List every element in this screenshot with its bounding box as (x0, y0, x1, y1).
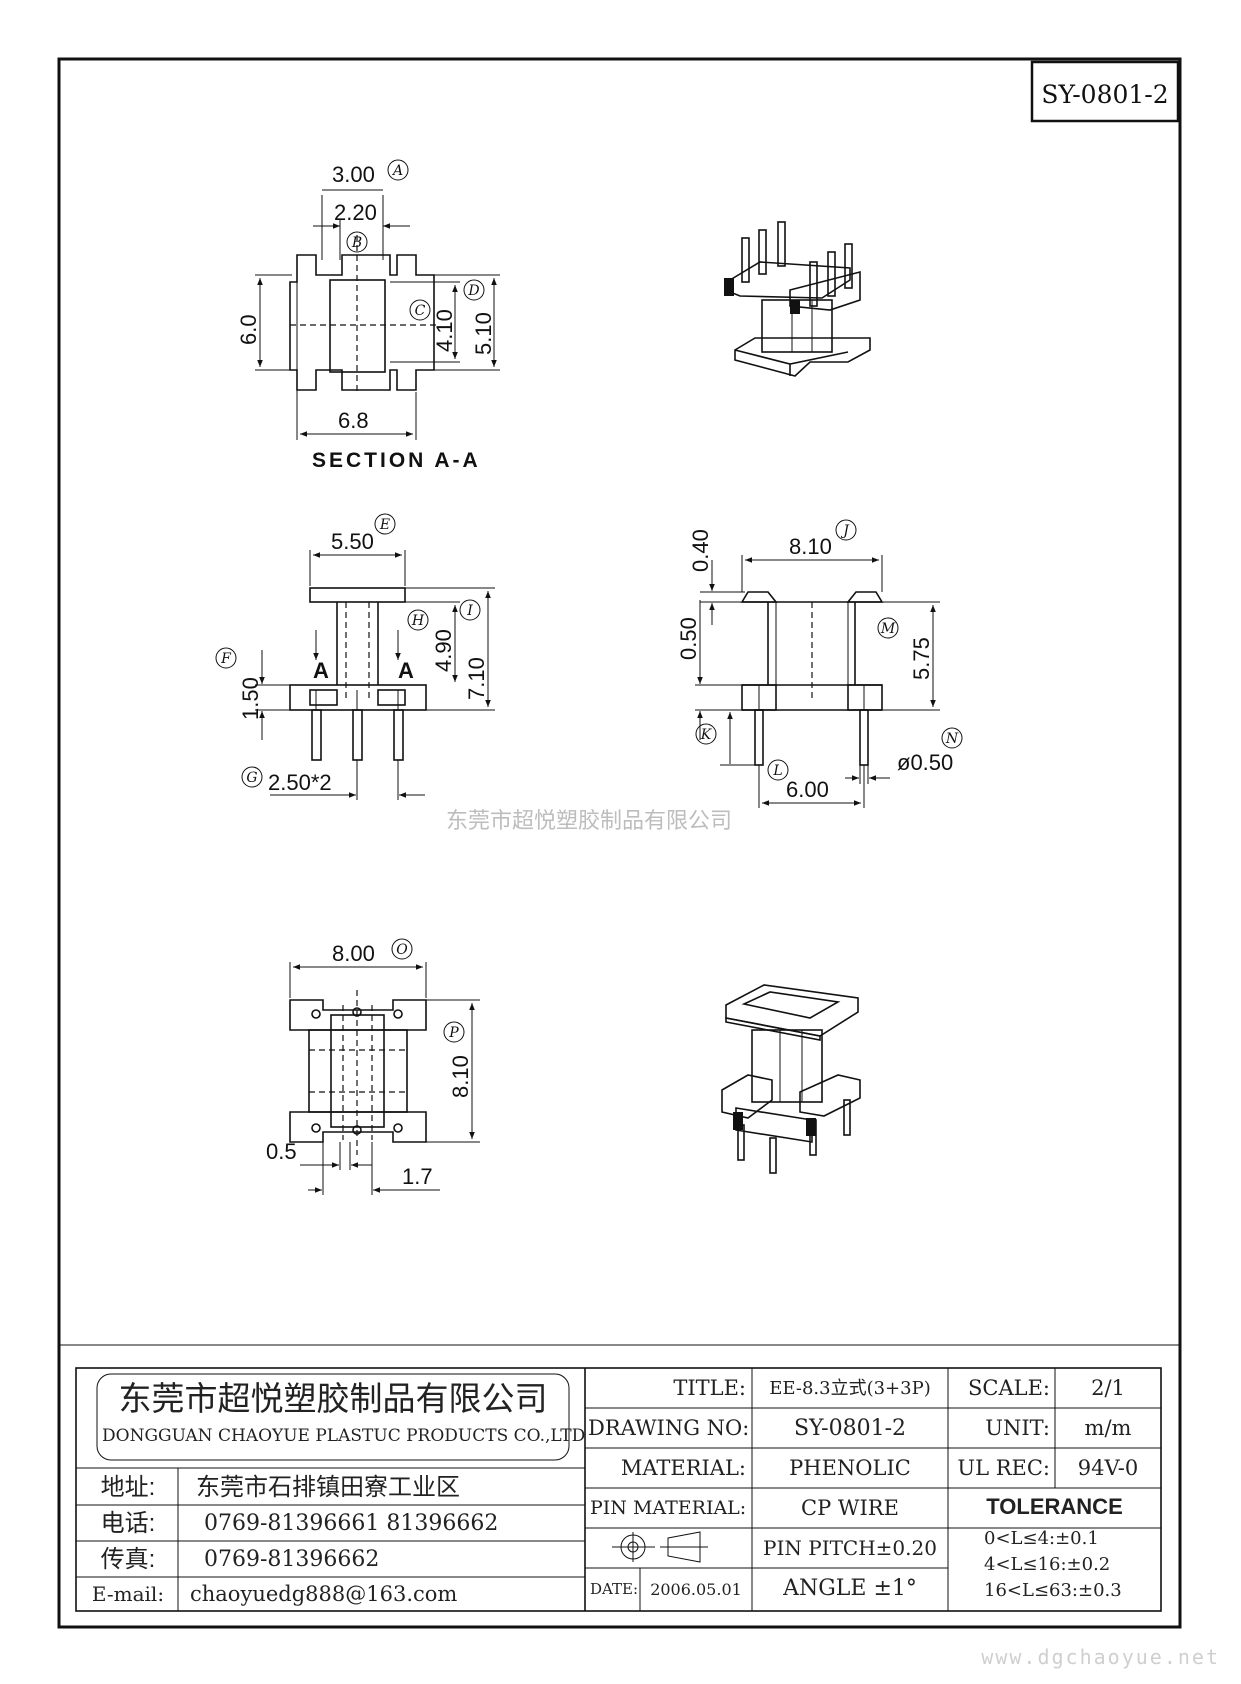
pin-material-value: CP WIRE (801, 1496, 899, 1520)
dim-3-00: 3.00 (332, 162, 375, 187)
marker-l: L (772, 763, 782, 779)
dim-4-10: 4.10 (432, 309, 457, 352)
section-view: 3.00 A 2.20 B 6.0 4.10 C 5.10 D 6.8 SECT (236, 159, 500, 472)
dim-0-5: 0.5 (266, 1139, 297, 1164)
drawing-id: SY-0801-2 (1041, 80, 1168, 109)
dim-7-10: 7.10 (464, 657, 489, 700)
title-label: TITLE: (673, 1376, 746, 1400)
tolerance-range-3: 16<L≤63:±0.3 (984, 1580, 1122, 1601)
dim-8-10-side: 8.10 (789, 534, 832, 559)
marker-c: C (415, 303, 426, 319)
marker-h: H (411, 613, 425, 629)
company-name-en: DONGGUAN CHAOYUE PLASTUC PRODUCTS CO.,LT… (102, 1426, 586, 1446)
title-block-frame (59, 1344, 1180, 1612)
marker-i: I (466, 603, 473, 619)
dim-2-50x2: 2.50*2 (268, 770, 332, 795)
unit-label: UNIT: (985, 1416, 1050, 1440)
ul-rec-value: 94V-0 (1077, 1456, 1139, 1480)
dim-8-00: 8.00 (332, 941, 375, 966)
dim-8-10-bottom: 8.10 (448, 1055, 473, 1098)
ul-rec-label: UL REC: (957, 1456, 1050, 1480)
dim-0-50: 0.50 (676, 617, 701, 660)
dim-0-40: 0.40 (688, 529, 713, 572)
title-value: EE-8.3立式(3+3P) (769, 1378, 931, 1399)
tolerance-label: TOLERANCE (986, 1494, 1123, 1519)
marker-b: B (351, 235, 362, 251)
dim-2-20: 2.20 (334, 200, 377, 225)
section-caption: SECTION A-A (312, 449, 481, 472)
marker-a: A (391, 163, 403, 179)
email-value: chaoyuedg888@163.com (190, 1582, 458, 1606)
company-name-cn: 东莞市超悦塑胶制品有限公司 (118, 1380, 548, 1417)
bottom-view: 8.00 O 8.10 P 0.5 1.7 (266, 938, 480, 1195)
dim-5-75: 5.75 (909, 637, 934, 680)
unit-value: m/m (1084, 1416, 1132, 1440)
address-value: 东莞市石排镇田寮工业区 (196, 1474, 460, 1501)
pin-material-label: PIN MATERIAL: (590, 1497, 747, 1519)
marker-g: G (246, 770, 257, 786)
website-watermark: www.dgchaoyue.net (981, 1645, 1220, 1669)
dim-pin-dia: ø0.50 (897, 750, 953, 775)
marker-o: O (396, 942, 408, 958)
sheet-border (57, 57, 1182, 1629)
tolerance-range-1: 0<L≤4:±0.1 (984, 1528, 1099, 1549)
dim-6-00: 6.00 (786, 777, 829, 802)
section-mark-right: A (398, 658, 414, 683)
fax-value: 0769-81396662 (204, 1547, 380, 1572)
dim-5-50: 5.50 (331, 529, 374, 554)
scale-value: 2/1 (1091, 1376, 1125, 1400)
dim-1-7: 1.7 (402, 1164, 433, 1189)
tolerance-range-2: 4<L≤16:±0.2 (984, 1554, 1111, 1575)
date-label: DATE: (590, 1580, 639, 1598)
marker-f: F (220, 651, 232, 667)
marker-k: K (700, 727, 713, 743)
date-value: 2006.05.01 (650, 1580, 742, 1599)
material-label: MATERIAL: (620, 1456, 746, 1480)
dim-1-50: 1.50 (238, 677, 263, 720)
side-view: 8.10 J 0.40 0.50 5.75 M K 6.00 L (676, 519, 963, 808)
watermark: 东莞市超悦塑胶制品有限公司 (446, 809, 732, 834)
address-label: 地址: (100, 1474, 156, 1501)
marker-m: M (880, 621, 896, 637)
marker-j: J (840, 523, 850, 539)
drawing-no-value: SY-0801-2 (793, 1416, 907, 1441)
fax-label: 传真: (100, 1546, 156, 1573)
dim-6-8: 6.8 (338, 408, 369, 433)
phone-label: 电话: (100, 1510, 156, 1537)
front-view: A A 5.50 E 4.90 7.10 H I 1.50 F 2.50*2 (215, 513, 495, 800)
angle-tolerance: ANGLE ±1° (783, 1576, 917, 1601)
iso-view-bottom (721, 984, 861, 1174)
drawing-no-label: DRAWING NO: (588, 1416, 750, 1440)
material-value: PHENOLIC (789, 1456, 911, 1480)
dim-4-90: 4.90 (431, 629, 456, 672)
pin-pitch: PIN PITCH±0.20 (763, 1536, 937, 1560)
marker-d: D (467, 283, 479, 299)
email-label: E-mail: (91, 1582, 165, 1606)
marker-p: P (448, 1025, 459, 1041)
marker-n: N (945, 731, 959, 747)
scale-label: SCALE: (968, 1376, 1050, 1400)
marker-e: E (379, 517, 390, 533)
dim-6-0: 6.0 (236, 314, 261, 345)
drawing-id-box (1030, 60, 1180, 123)
dim-5-10: 5.10 (471, 312, 496, 355)
iso-view-top (724, 221, 871, 377)
phone-value: 0769-81396661 81396662 (204, 1511, 499, 1536)
section-mark-left: A (313, 658, 329, 683)
